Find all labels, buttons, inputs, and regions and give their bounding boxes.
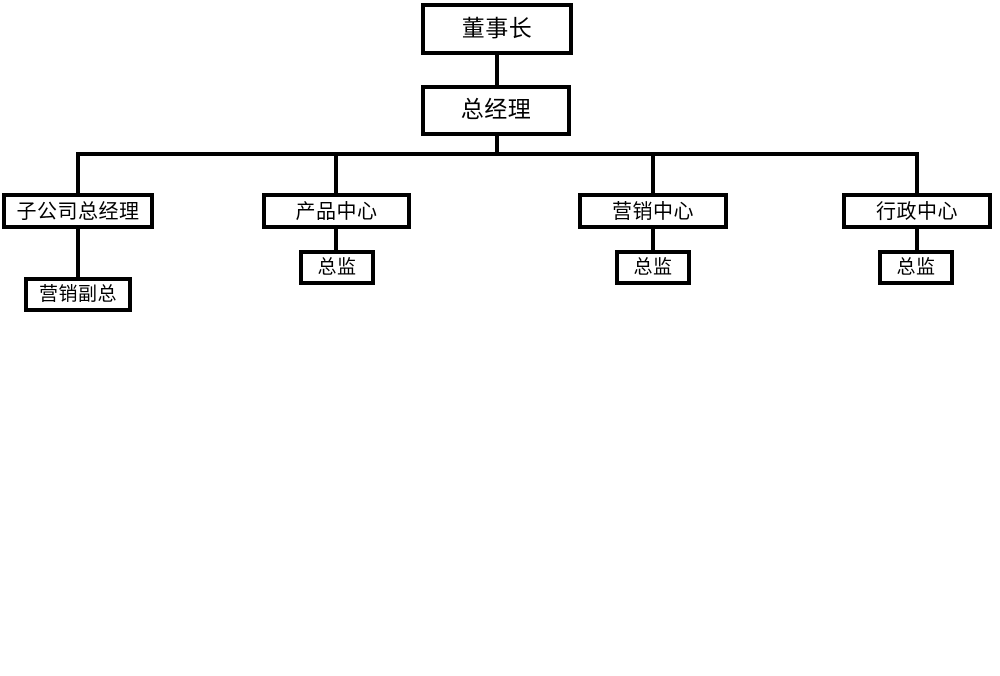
connector-sub-gm-to-mkt-vp (76, 227, 80, 279)
node-general-manager[interactable]: 总经理 (421, 85, 571, 136)
node-chairman-label: 董事长 (461, 15, 533, 42)
node-marketing-vice-president[interactable]: 营销副总 (24, 277, 132, 312)
connector-bus-to-sub-gm (76, 152, 80, 195)
connector-product-to-director (334, 227, 338, 252)
node-chairman[interactable]: 董事长 (421, 3, 573, 55)
node-director-marketing[interactable]: 总监 (615, 250, 691, 285)
node-marketing-vice-president-label: 营销副总 (38, 283, 117, 305)
connector-bus-to-admin (915, 152, 919, 195)
connector-gm-to-bus (495, 134, 499, 156)
connector-admin-to-director (915, 227, 919, 252)
connector-marketing-to-director (651, 227, 655, 252)
node-marketing-center-label: 营销中心 (612, 199, 694, 223)
node-subsidiary-general-manager[interactable]: 子公司总经理 (2, 193, 154, 229)
node-marketing-center[interactable]: 营销中心 (578, 193, 728, 229)
node-director-product-label: 总监 (317, 256, 357, 278)
node-administrative-center-label: 行政中心 (876, 199, 958, 223)
connector-horizontal-bus (76, 152, 919, 156)
connector-bus-to-product (334, 152, 338, 195)
node-director-admin[interactable]: 总监 (878, 250, 954, 285)
node-general-manager-label: 总经理 (460, 97, 532, 123)
connector-bus-to-marketing (651, 152, 655, 195)
node-director-product[interactable]: 总监 (299, 250, 375, 285)
node-product-center-label: 产品中心 (295, 199, 378, 223)
connector-chairman-to-gm (495, 53, 499, 87)
node-director-admin-label: 总监 (896, 256, 936, 278)
node-director-marketing-label: 总监 (633, 256, 673, 278)
node-subsidiary-general-manager-label: 子公司总经理 (16, 199, 140, 223)
node-administrative-center[interactable]: 行政中心 (842, 193, 992, 229)
node-product-center[interactable]: 产品中心 (262, 193, 411, 229)
